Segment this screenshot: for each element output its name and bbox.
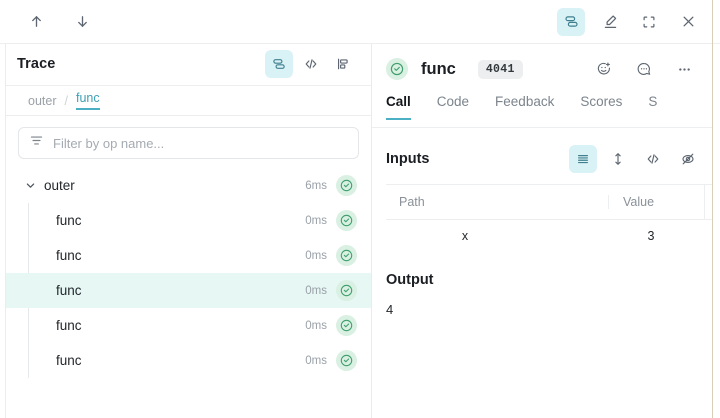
tree-row-duration: 0ms: [305, 214, 327, 227]
check-circle-icon: [336, 210, 357, 231]
tree-row-meta: 0ms: [305, 245, 357, 266]
tree-row-label: func: [56, 318, 82, 333]
table-row[interactable]: x 3: [386, 220, 712, 252]
code-brackets-icon[interactable]: [297, 50, 325, 78]
tree-row-duration: 0ms: [305, 319, 327, 332]
tab-scores[interactable]: Scores: [580, 94, 623, 109]
call-name: func: [421, 59, 456, 78]
tree-row-meta: 6ms: [305, 175, 357, 196]
pen-edit-icon[interactable]: [596, 8, 624, 36]
window-right-border: [712, 0, 713, 418]
tab-feedback[interactable]: Feedback: [495, 94, 555, 109]
inputs-section: Inputs P: [372, 128, 712, 252]
inputs-view-tools: [569, 145, 702, 173]
trace-title: Trace: [17, 56, 56, 72]
stacked-layers-icon[interactable]: [557, 7, 585, 36]
tree-row-meta: 0ms: [305, 350, 357, 371]
tab-call[interactable]: Call: [386, 94, 411, 120]
tree-row-func[interactable]: func 0ms: [6, 308, 371, 343]
check-circle-icon: [336, 315, 357, 336]
comment-bubble-icon[interactable]: [630, 55, 658, 83]
trace-view-switcher: [265, 50, 357, 78]
eye-off-icon[interactable]: [674, 145, 702, 173]
inputs-table-header: Path Value: [386, 185, 712, 220]
chevron-down-icon[interactable]: [24, 180, 36, 192]
input-path-cell: x: [461, 229, 469, 243]
check-circle-icon: [336, 245, 357, 266]
call-tabs: Call Code Feedback Scores S: [372, 94, 712, 128]
tree-row-duration: 0ms: [305, 354, 327, 367]
column-header-value: Value: [608, 195, 704, 209]
tree-row-duration: 0ms: [305, 284, 327, 297]
tree-row-meta: 0ms: [305, 315, 357, 336]
tree-row-label: func: [56, 353, 82, 368]
filter-area: [6, 116, 371, 168]
tree-row-func-selected[interactable]: func 0ms: [6, 273, 371, 308]
expand-fullscreen-icon[interactable]: [635, 8, 663, 36]
output-section: Output 4: [372, 252, 712, 317]
call-id-badge: 4041: [477, 59, 523, 79]
breadcrumb-item-outer[interactable]: outer: [28, 93, 57, 108]
stacked-layers-icon[interactable]: [265, 50, 293, 78]
column-header-overflow: [704, 185, 712, 219]
top-toolbar: [0, 0, 720, 44]
filter-input[interactable]: [53, 135, 348, 151]
top-toolbar-actions: [557, 0, 702, 43]
tree-row-outer[interactable]: outer 6ms: [6, 168, 371, 203]
input-value-cell: 3: [647, 229, 655, 243]
trace-tree: outer 6ms func 0ms: [6, 168, 371, 378]
tree-row-func[interactable]: func 0ms: [6, 343, 371, 378]
check-circle-icon: [336, 175, 357, 196]
output-value: 4: [386, 302, 394, 317]
breadcrumb-separator: /: [64, 93, 68, 108]
filter-lines-icon: [29, 133, 44, 153]
call-header: func 4041: [372, 44, 712, 94]
tree-row-label: func: [56, 213, 82, 228]
arrow-down-icon[interactable]: [68, 8, 96, 36]
trace-panel: Trace outer / func: [5, 44, 371, 418]
inputs-title: Inputs: [386, 151, 430, 167]
breadcrumb-item-func[interactable]: func: [75, 91, 100, 110]
tree-row-label: outer: [44, 178, 75, 193]
call-detail-panel: func 4041 Call Code Feedback Scores S: [372, 44, 712, 418]
tree-row-duration: 0ms: [305, 249, 327, 262]
more-options-icon[interactable]: [670, 55, 698, 83]
close-x-icon[interactable]: [674, 8, 702, 36]
tree-row-meta: 0ms: [305, 210, 357, 231]
trace-panel-header: Trace: [6, 44, 371, 86]
tree-row-func[interactable]: func 0ms: [6, 203, 371, 238]
top-toolbar-nav: [22, 0, 96, 43]
output-title: Output: [386, 272, 434, 288]
check-circle-icon: [386, 58, 408, 80]
check-circle-icon: [336, 350, 357, 371]
list-view-icon[interactable]: [569, 145, 597, 173]
tree-row-meta: 0ms: [305, 280, 357, 301]
tree-row-label: func: [56, 283, 82, 298]
breadcrumb: outer / func: [6, 86, 371, 116]
inputs-header: Inputs: [386, 145, 698, 173]
add-reaction-icon[interactable]: [590, 55, 618, 83]
tab-code[interactable]: Code: [436, 94, 470, 109]
column-header-path: Path: [399, 195, 425, 209]
tree-row-duration: 6ms: [305, 179, 327, 192]
arrow-up-icon[interactable]: [22, 8, 50, 36]
tree-row-label: func: [56, 248, 82, 263]
tab-summary-truncated[interactable]: S: [648, 94, 658, 109]
call-actions: [590, 55, 698, 83]
inputs-table: Path Value x 3: [386, 184, 712, 252]
flamegraph-icon[interactable]: [329, 50, 357, 78]
pane-divider[interactable]: [371, 44, 372, 418]
check-circle-icon: [336, 280, 357, 301]
expand-vertical-icon[interactable]: [604, 145, 632, 173]
code-brackets-icon[interactable]: [639, 145, 667, 173]
filter-box[interactable]: [18, 127, 359, 159]
tree-row-func[interactable]: func 0ms: [6, 238, 371, 273]
